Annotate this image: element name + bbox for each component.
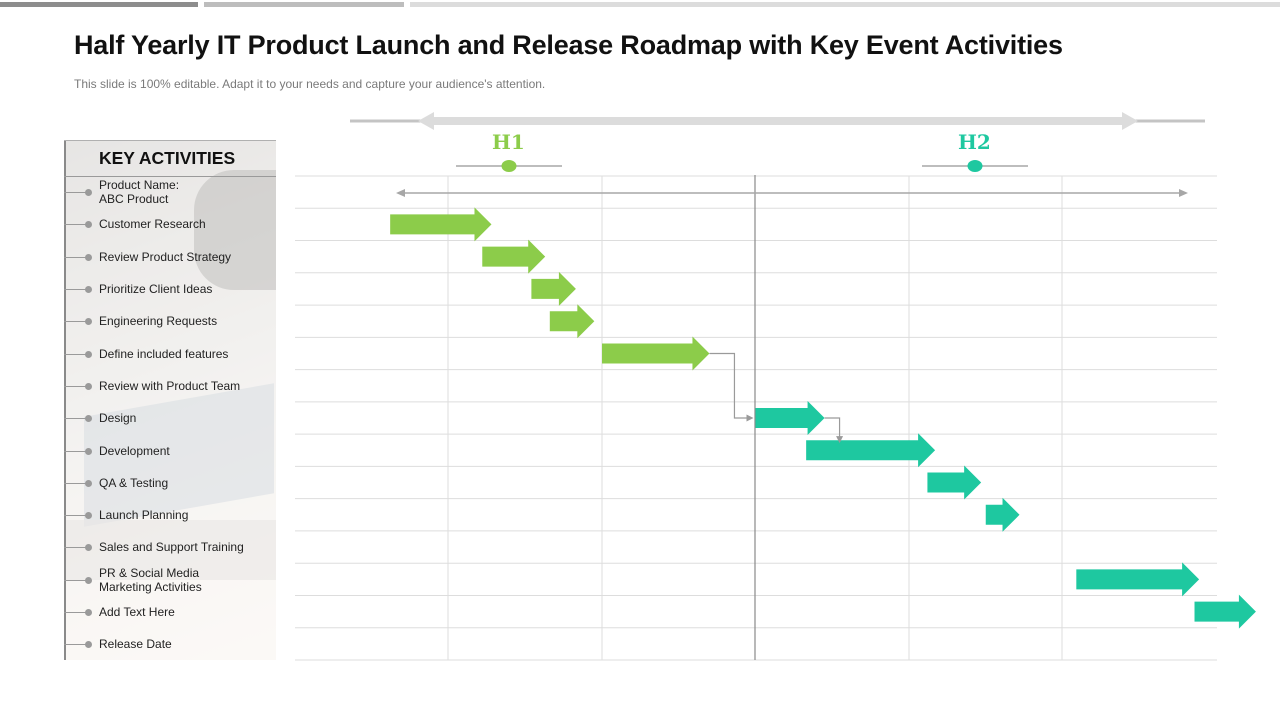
activity-label: Launch Planning [99,508,189,523]
top-progress-bars [0,2,1280,7]
range-right-arrowhead [1179,189,1188,197]
connector-arrowhead [836,436,844,444]
activity-connector [64,289,88,291]
activity-connector [64,192,88,194]
period-marker-dot [501,160,517,172]
activity-bullet [85,641,92,649]
activity-label: Customer Research [99,217,206,232]
activity-label: Engineering Requests [99,314,218,329]
activity-label: Release Date [99,637,172,652]
activity-label: Product Name:ABC Product [99,178,180,207]
activity-bullet [85,253,92,261]
task-arrow [602,336,710,371]
task-arrow [549,304,595,339]
activity-bullet [85,609,92,617]
activity-connector [64,482,88,484]
task-arrow [806,433,936,468]
period-marker-dot [967,160,983,172]
activity-label: Define included features [99,346,229,361]
sidebar-top-border [64,140,276,141]
task-arrow [531,271,576,306]
activity-bullet [85,382,92,390]
period-label-h2: H2 [958,130,991,154]
top-bar-3 [410,2,1280,7]
connector-arrowhead [746,414,754,422]
activity-bullet [85,350,92,358]
top-bar-2 [204,2,404,7]
activity-connector [64,450,88,452]
range-left-arrowhead [396,189,405,197]
activity-label: Design [99,411,137,426]
key-activities-header: KEY ACTIVITIES [99,148,236,168]
sidebar-left-border [64,140,66,660]
task-arrow [755,401,825,435]
activity-label: Development [99,443,170,458]
task-arrow [482,239,546,274]
activity-connector [64,321,88,323]
activity-bullet [85,544,92,552]
activity-connector [64,579,88,581]
task-arrow [1194,594,1256,629]
activity-label: Add Text Here [99,605,175,620]
timeline-top-band [430,117,1125,125]
task-connector [709,352,748,419]
task-connector [824,417,841,439]
activity-label: Prioritize Client Ideas [99,282,213,297]
activity-connector [64,224,88,226]
activity-bullet [85,189,92,197]
activity-bullet [85,512,92,520]
activity-bullet [85,286,92,294]
activity-label: QA & Testing [99,475,169,490]
activity-bullet [85,221,92,229]
timeline-right-arrowhead [1122,112,1138,130]
activity-connector [64,612,88,614]
slide-subtitle: This slide is 100% editable. Adapt it to… [74,77,546,91]
activity-bullet [85,318,92,326]
timeline-left-arrowhead [418,112,434,130]
activity-label: Sales and Support Training [99,540,244,555]
activity-bullet [85,479,92,487]
activity-connector [64,515,88,517]
activity-connector [64,418,88,420]
task-arrow [390,207,492,242]
period-label-h1: H1 [492,130,525,154]
sidebar-header-underline [64,176,276,177]
task-arrow [1076,562,1200,597]
top-bar-1 [0,2,198,7]
task-arrow [927,465,982,500]
activity-label: Review with Product Team [99,378,241,393]
activity-connector [64,256,88,258]
slide-title: Half Yearly IT Product Launch and Releas… [74,30,1063,60]
activity-bullet [85,576,92,584]
sidebar-overlay [64,140,276,660]
activity-bullet [85,447,92,455]
activity-connector [64,353,88,355]
task-arrow [985,497,1020,532]
activity-connector [64,644,88,646]
activity-bullet [85,415,92,423]
activity-label: Review Product Strategy [99,249,232,264]
activity-connector [64,385,88,387]
activity-connector [64,547,88,549]
